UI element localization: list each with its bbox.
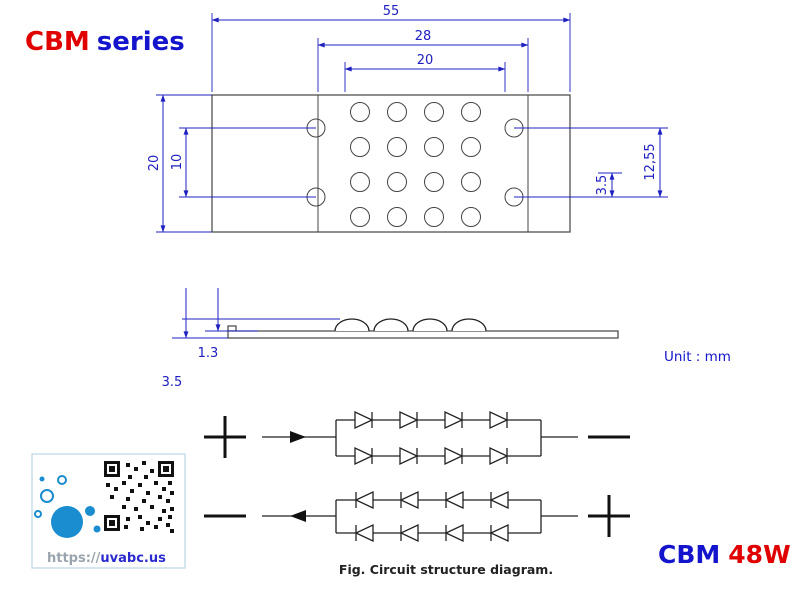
dim-hole-span-width: 28 (415, 29, 432, 44)
figure-caption: Fig. Circuit structure diagram. (339, 562, 553, 577)
website-url: https://uvabc.us (47, 551, 166, 566)
qr-code-icon (104, 461, 174, 533)
dim-total-height: 3.5 (162, 375, 183, 390)
url-prefix: https:// (47, 551, 101, 566)
model-power: 48W (728, 540, 790, 569)
circuit-string-1 (204, 411, 630, 465)
url-domain: uvabc.us (100, 551, 166, 566)
circuit-diagram: Fig. Circuit structure diagram. (204, 411, 630, 577)
board-side-profile (227, 330, 619, 339)
dim-right-hole-pitch: 12,55 (643, 143, 658, 180)
dim-left-hole-pitch: 10 (170, 154, 185, 171)
model-label: CBM 48W (658, 540, 791, 569)
dim-board-thickness: 1.3 (198, 346, 219, 361)
dim-total-width: 55 (383, 4, 400, 19)
lens-domes (334, 318, 487, 332)
circuit-string-2 (204, 491, 630, 542)
led-grid (350, 102, 481, 227)
top-view: 55 28 20 20 10 3.5 12,55 (147, 4, 668, 233)
unit-note: Unit : mm (664, 349, 731, 365)
board-outline (211, 94, 571, 233)
logo-box: https://uvabc.us (31, 453, 186, 569)
brand-text: CBM (25, 27, 90, 57)
dim-board-height: 20 (147, 155, 162, 172)
dim-emitter-width: 20 (417, 53, 434, 68)
series-text: series (97, 27, 185, 57)
current-arrow-right (290, 431, 306, 443)
board-edge-step (227, 325, 237, 332)
model-brand: CBM (658, 540, 720, 569)
side-view: 1.3 3.5 Unit : mm (162, 288, 731, 390)
current-arrow-left (290, 510, 306, 522)
logo-mark (34, 475, 101, 538)
dim-right-offset: 3.5 (595, 175, 610, 196)
